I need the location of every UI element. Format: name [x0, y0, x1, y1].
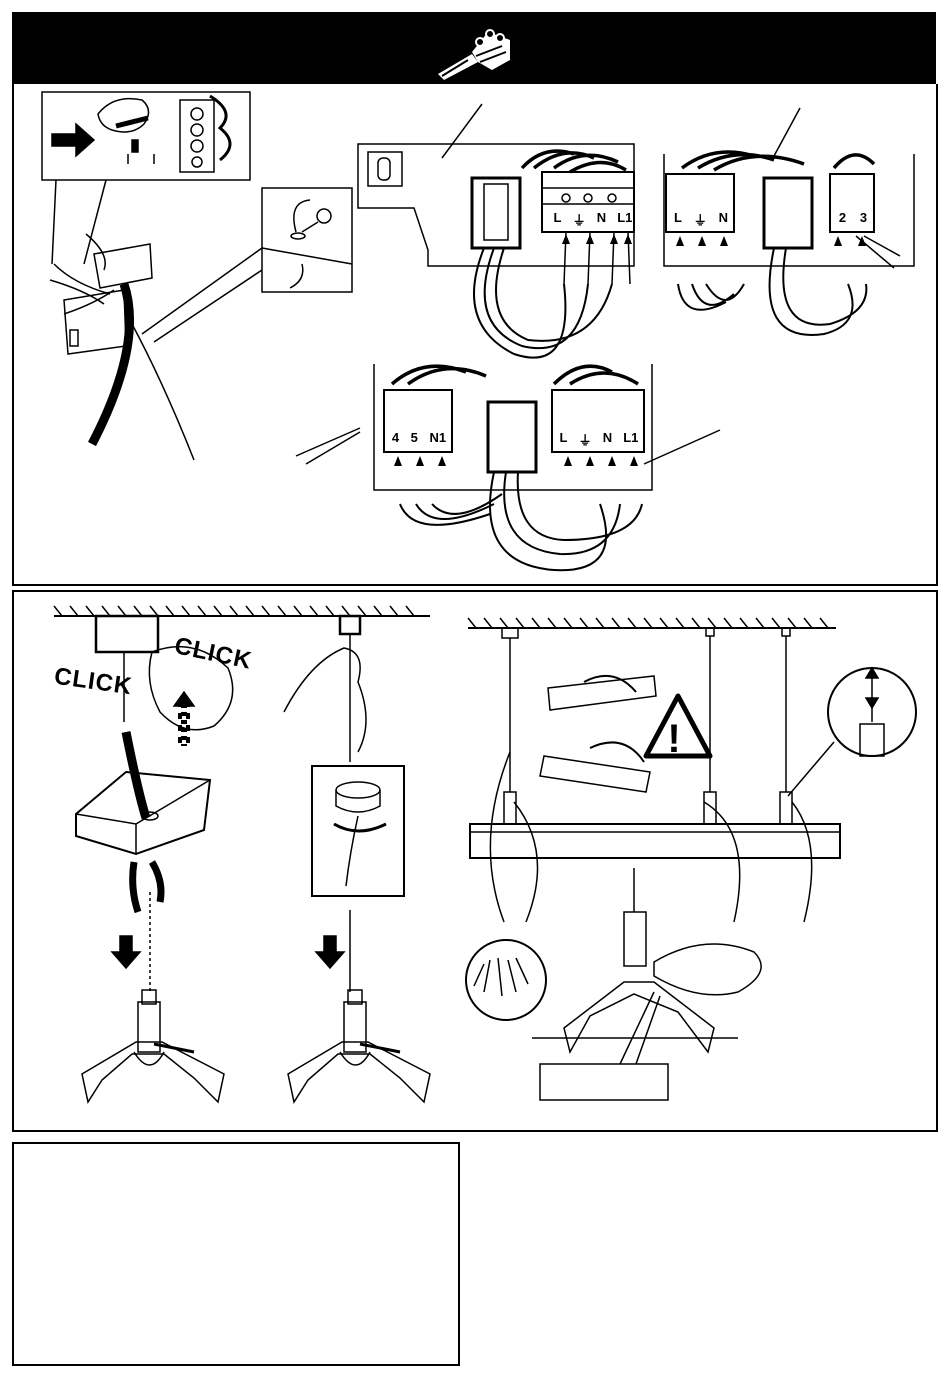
terminal-label: ⏚ [694, 210, 707, 229]
terminal-labels-c-right: L ⏚ N L1 [554, 430, 644, 449]
terminal-labels-b-left: L ⏚ N [668, 210, 734, 229]
notes-box [12, 1142, 460, 1366]
terminal-label: N [603, 430, 612, 449]
wiring-diagrams [14, 84, 940, 584]
terminal-labels-c-left: 4 5 N1 [386, 430, 452, 445]
terminal-label: L1 [617, 210, 632, 229]
mounting-panel: ! CLICK CLICK [12, 590, 938, 1132]
header-icon-frame [432, 16, 520, 82]
terminal-label: L1 [623, 430, 638, 449]
terminal-label: N [719, 210, 728, 229]
terminal-label: 4 [392, 430, 399, 445]
svg-text:!: ! [667, 717, 680, 761]
terminal-label: 5 [411, 430, 418, 445]
terminal-label: L [560, 430, 568, 449]
terminal-label: N1 [430, 430, 447, 445]
terminal-block-icon [432, 16, 520, 82]
terminal-label: 3 [860, 210, 867, 225]
terminal-label: N [597, 210, 606, 229]
terminal-label: 2 [839, 210, 846, 225]
terminal-label: ⏚ [573, 210, 586, 229]
terminal-labels-b-right: 2 3 [832, 210, 874, 225]
terminal-label: ⏚ [579, 430, 592, 449]
terminal-label: L [674, 210, 682, 229]
terminal-label: L [554, 210, 562, 229]
terminal-labels-a: L ⏚ N L1 [548, 210, 638, 229]
wiring-panel: L ⏚ N L1 L ⏚ N 2 3 4 5 N1 L ⏚ N L1 [12, 84, 938, 586]
mounting-diagrams: ! [14, 592, 936, 1130]
